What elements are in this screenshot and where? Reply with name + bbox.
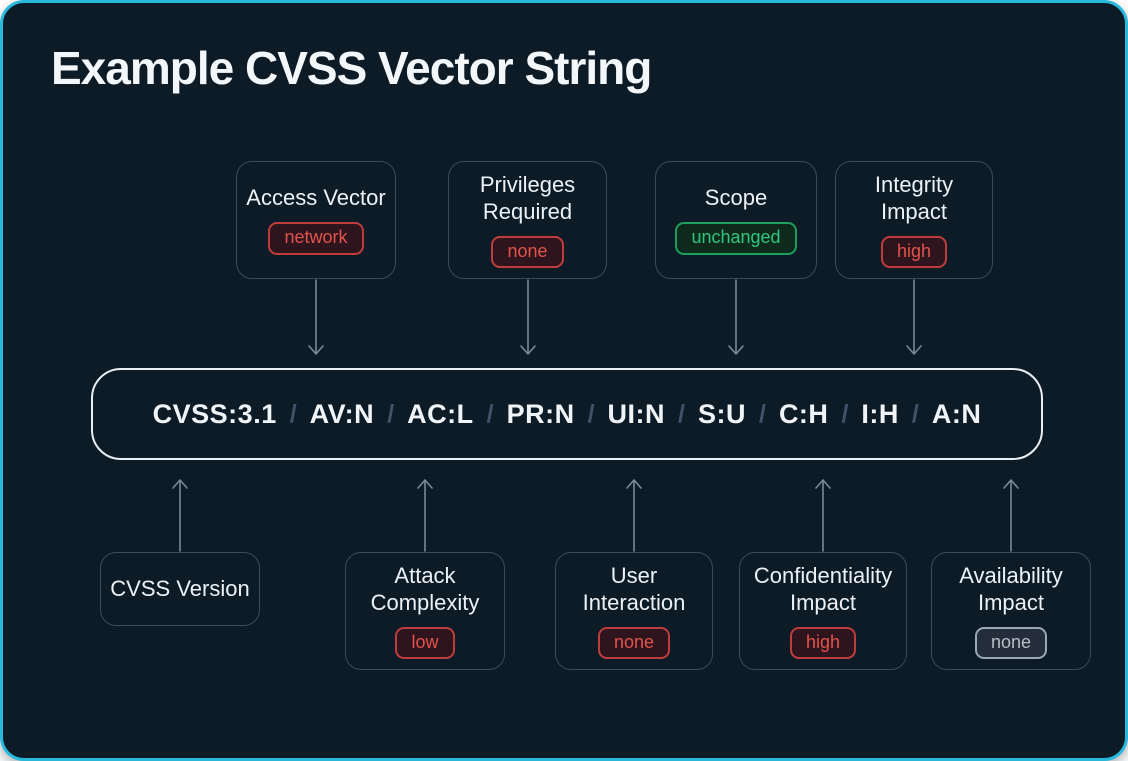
value-badge-none: none [491, 235, 564, 269]
param-box-attack-complexity: Attack Complexity low [345, 552, 505, 670]
vector-segment-c: C:H [778, 398, 829, 429]
value-badge-low: low [395, 626, 455, 660]
connector-arrow-user-interaction [626, 479, 642, 552]
param-box-availability-impact: Availability Impact none [931, 552, 1091, 670]
param-label: Attack Complexity [370, 562, 480, 615]
param-label: Scope [704, 185, 768, 211]
param-box-confidentiality-impact: Confidentiality Impact high [739, 552, 907, 670]
connector-arrow-privileges-required [520, 279, 536, 355]
connector-arrow-integrity-impact [906, 279, 922, 355]
value-badge-high: high [880, 235, 948, 269]
vector-separator: / [289, 399, 297, 428]
vector-separator: / [678, 399, 685, 428]
connector-arrow-confidentiality-impact [815, 479, 831, 552]
param-label: CVSS Version [110, 575, 250, 601]
value-badge-unchanged: unchanged [675, 222, 797, 255]
page-title: Example CVSS Vector String [51, 42, 652, 94]
vector-separator: / [387, 399, 395, 428]
connector-arrow-scope [728, 279, 744, 355]
vector-segment-ac: AC:L [407, 398, 474, 429]
value-badge-high: high [789, 626, 857, 660]
param-label: Availability Impact [959, 562, 1063, 615]
connector-arrow-attack-complexity [417, 479, 433, 552]
vector-separator: / [758, 399, 766, 428]
vector-segment-i: I:H [861, 398, 899, 429]
param-label: Integrity Impact [874, 171, 954, 224]
param-label: Access Vector [246, 185, 386, 211]
param-box-scope: Scope unchanged [655, 161, 817, 279]
vector-segment-pr: PR:N [506, 398, 575, 429]
vector-separator: / [841, 399, 849, 428]
param-label: User Interaction [582, 562, 686, 615]
connector-arrow-access-vector [308, 279, 324, 355]
param-box-privileges-required: Privileges Required none [448, 161, 607, 279]
value-badge-network: network [268, 222, 364, 255]
vector-segment-s: S:U [697, 398, 746, 429]
value-badge-none: none [974, 626, 1048, 660]
param-box-user-interaction: User Interaction none [555, 552, 713, 670]
vector-segment-a: A:N [931, 398, 982, 429]
param-label: Privileges Required [479, 171, 576, 224]
vector-separator: / [486, 399, 494, 428]
cvss-vector-string: CVSS:3.1 / AV:N / AC:L / PR:N / UI:N / S… [91, 368, 1043, 460]
vector-segment-version: CVSS:3.1 [152, 398, 277, 429]
value-badge-none: none [597, 626, 671, 660]
connector-arrow-cvss-version [172, 479, 188, 552]
param-box-access-vector: Access Vector network [236, 161, 396, 279]
param-box-cvss-version: CVSS Version [100, 552, 260, 626]
vector-segment-av: AV:N [309, 398, 375, 429]
vector-separator: / [587, 399, 595, 428]
param-box-integrity-impact: Integrity Impact high [835, 161, 993, 279]
connector-arrow-availability-impact [1003, 479, 1019, 552]
param-label: Confidentiality Impact [753, 562, 893, 615]
vector-segment-ui: UI:N [607, 398, 666, 429]
vector-separator: / [911, 399, 919, 428]
